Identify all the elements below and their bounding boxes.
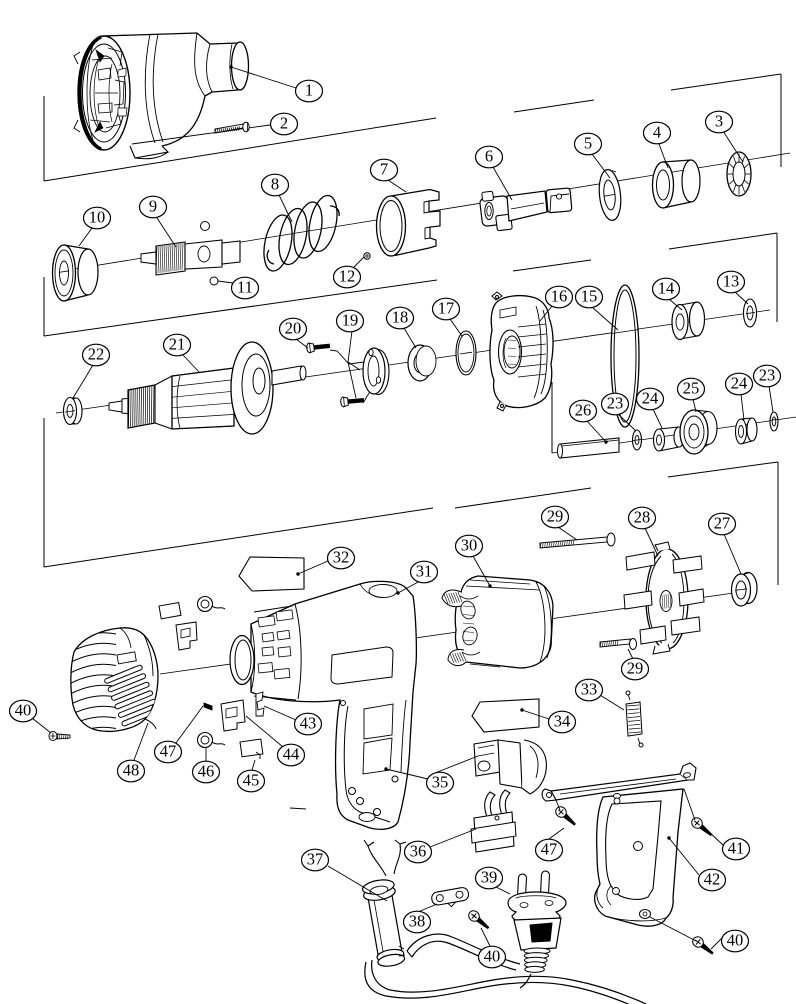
svg-text:33: 33 [581, 679, 598, 698]
svg-text:24: 24 [642, 388, 659, 407]
svg-text:35: 35 [432, 772, 449, 791]
svg-text:16: 16 [551, 286, 568, 305]
svg-text:21: 21 [169, 334, 186, 353]
svg-text:13: 13 [723, 271, 740, 290]
svg-text:24: 24 [731, 373, 748, 392]
svg-text:47: 47 [160, 741, 177, 760]
svg-text:30: 30 [461, 535, 478, 554]
svg-text:15: 15 [581, 286, 598, 305]
svg-text:45: 45 [243, 770, 260, 789]
svg-text:28: 28 [634, 507, 651, 526]
svg-text:27: 27 [714, 513, 731, 532]
svg-text:6: 6 [485, 146, 493, 165]
svg-text:41: 41 [728, 838, 745, 857]
svg-text:7: 7 [380, 159, 388, 178]
svg-text:40: 40 [484, 946, 501, 965]
svg-text:26: 26 [575, 400, 592, 419]
svg-text:47: 47 [541, 839, 558, 858]
svg-text:23: 23 [759, 365, 776, 384]
svg-text:14: 14 [658, 278, 675, 297]
svg-text:40: 40 [727, 930, 744, 949]
svg-text:40: 40 [15, 700, 32, 719]
svg-text:2: 2 [280, 113, 288, 132]
svg-text:11: 11 [237, 277, 253, 296]
svg-text:32: 32 [333, 547, 350, 566]
svg-text:10: 10 [89, 207, 106, 226]
svg-text:44: 44 [283, 744, 300, 763]
svg-text:37: 37 [307, 849, 324, 868]
svg-text:43: 43 [300, 713, 317, 732]
svg-text:39: 39 [481, 867, 498, 886]
svg-text:31: 31 [416, 561, 433, 580]
svg-text:12: 12 [339, 266, 356, 285]
svg-text:19: 19 [342, 310, 359, 329]
svg-text:29: 29 [547, 506, 564, 525]
svg-text:3: 3 [715, 111, 723, 130]
svg-text:48: 48 [123, 760, 140, 779]
svg-text:18: 18 [392, 307, 409, 326]
svg-text:9: 9 [149, 196, 157, 215]
svg-text:20: 20 [285, 318, 302, 337]
svg-text:42: 42 [704, 869, 721, 888]
svg-text:8: 8 [271, 174, 279, 193]
svg-text:34: 34 [554, 711, 571, 730]
svg-text:25: 25 [683, 378, 700, 397]
svg-text:5: 5 [584, 133, 592, 152]
svg-text:36: 36 [410, 841, 427, 860]
svg-text:22: 22 [88, 344, 105, 363]
svg-text:17: 17 [438, 298, 455, 317]
svg-text:1: 1 [305, 80, 313, 99]
svg-text:4: 4 [653, 122, 661, 141]
svg-text:46: 46 [198, 761, 215, 780]
svg-text:23: 23 [607, 393, 624, 412]
svg-text:38: 38 [409, 911, 426, 930]
svg-text:29: 29 [627, 658, 644, 677]
